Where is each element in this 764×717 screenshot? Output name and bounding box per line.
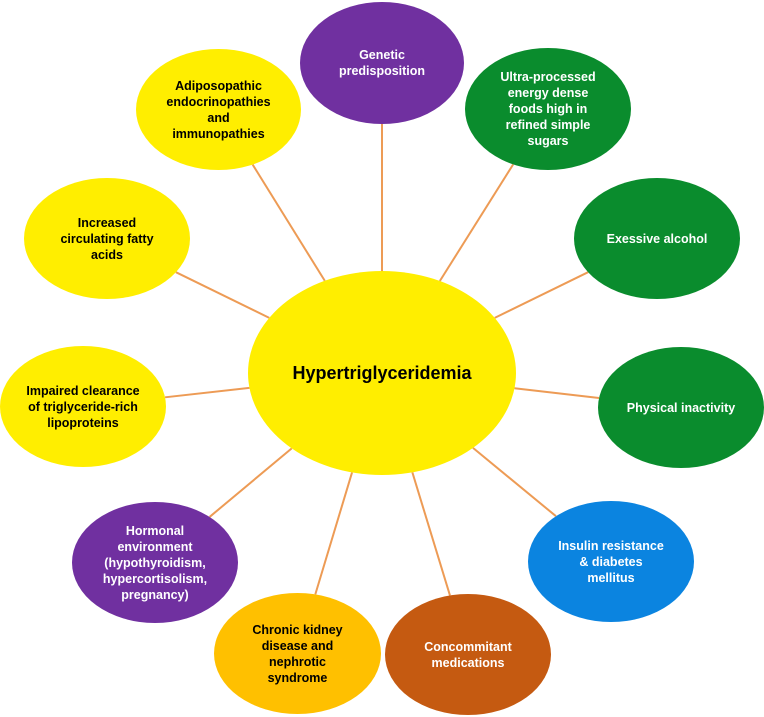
node-label: Hormonal environment (hypothyroidism, hy… — [102, 523, 208, 602]
node-adiposopathic: Adiposopathic endocrinopathies and immun… — [136, 49, 301, 170]
center-label: Hypertriglyceridemia — [292, 363, 472, 383]
connector-adiposopathic — [251, 164, 326, 282]
node-label: Impaired clearance of triglyceride-rich … — [26, 383, 140, 430]
node-kidney-disease: Chronic kidney disease and nephrotic syn… — [214, 593, 381, 714]
node-label: Ultra-processed energy dense foods high … — [500, 70, 596, 148]
node-fatty-acids: Increased circulating fatty acids — [24, 178, 190, 299]
node-label: Adiposopathic endocrinopathies and immun… — [166, 78, 271, 141]
connector-fatty-acids — [175, 271, 270, 319]
connector-hormonal — [208, 447, 293, 518]
connector-insulin-resistance — [472, 447, 557, 517]
node-label: Physical inactivity — [626, 400, 736, 415]
connector-kidney-disease — [314, 472, 354, 595]
connector-medications — [411, 472, 451, 596]
node-clearance: Impaired clearance of triglyceride-rich … — [0, 346, 166, 467]
node-label: Increased circulating fatty acids — [60, 215, 154, 262]
center-node-hypertriglyceridemia: Hypertriglyceridemia — [248, 271, 516, 475]
node-label: Insulin resistance & diabetes mellitus — [558, 538, 664, 585]
node-alcohol: Exessive alcohol — [574, 178, 740, 299]
node-medications: Concommitant medications — [385, 594, 551, 715]
node-hormonal: Hormonal environment (hypothyroidism, hy… — [72, 502, 238, 623]
connector-physical-inactivity — [514, 387, 600, 400]
node-ultra-processed-foods: Ultra-processed energy dense foods high … — [465, 48, 631, 170]
node-label: Genetic predisposition — [338, 48, 426, 78]
connector-clearance — [164, 386, 250, 399]
connector-alcohol — [494, 271, 589, 319]
connector-ultra-processed-foods — [439, 163, 515, 282]
node-genetic: Genetic predisposition — [300, 2, 464, 124]
node-label: Chronic kidney disease and nephrotic syn… — [252, 622, 343, 685]
node-label: Concommitant medications — [424, 639, 512, 670]
node-insulin-resistance: Insulin resistance & diabetes mellitus — [528, 501, 694, 622]
node-label: Exessive alcohol — [606, 231, 708, 246]
node-physical-inactivity: Physical inactivity — [598, 347, 764, 468]
